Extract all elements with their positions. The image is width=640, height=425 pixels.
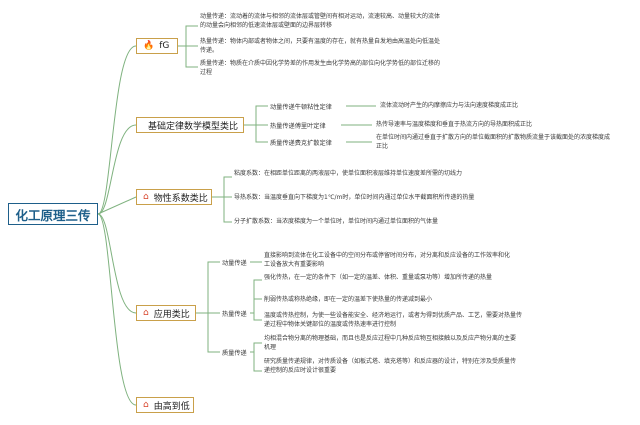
- b2-newton-law: 动量传递牛顿粘性定律: [270, 104, 332, 111]
- b2-fourier-law: 热量传递傅里叶定律: [270, 123, 326, 130]
- branch-label: 基础定律数学模型类比: [148, 121, 239, 132]
- b4-heat-item-1: 强化传热，在一定的条件下（如一定的温差、体积、重量或泵功等）增加所传递的热量: [264, 274, 493, 281]
- fire-icon: 🔥: [143, 40, 155, 51]
- b4-heat-label: 热量传递: [222, 311, 247, 318]
- root-topic[interactable]: 化工原理三传: [8, 203, 98, 225]
- b2-fick-law: 质量传递费克扩散定律: [270, 140, 332, 147]
- branch-definition[interactable]: 🔥 fG: [136, 38, 178, 54]
- connector-root-b4: [97, 213, 137, 314]
- b3-diffusivity: 分子扩散系数：当浓度梯度为一个单位时，单位时间内通过单位面积的气体量: [234, 218, 439, 225]
- b3-viscosity: 粘度系数：在相距单位距离的两液层中，使单位面积液层维持单位速度差所需的切线力: [234, 170, 463, 177]
- branch-label: 由高到低: [153, 401, 190, 412]
- b4-heat-item-3: 温度或传热控制，为使一些设备能安全、经济地运行，或者为得到优质产品、工艺，需要对…: [264, 312, 523, 328]
- branch-application[interactable]: ⌂ 应用类比: [136, 305, 196, 321]
- connector-root-b3: [97, 196, 137, 215]
- b2-fourier-desc: 热传导速率与温度梯度和垂直于热流方向的导热面积成正比: [376, 121, 533, 128]
- b4-momentum-label: 动量传递: [222, 260, 247, 267]
- b2-newton-desc: 流体流动时产生的内摩擦应力与法向速度梯度成正比: [380, 102, 519, 109]
- connector-root-b2: [97, 124, 137, 215]
- b4-mass-item-2: 研究质量传递规律，对传质设备（如板式塔、填充塔等）和反应器的设计，特别在涉及受质…: [264, 358, 517, 374]
- house-icon: ⌂: [143, 307, 149, 318]
- b1-item-mass: 质量传递：物质在介质中因化学势差的作用发生由化学势高的部位向化学势低的部位迁移的…: [200, 60, 441, 76]
- house-icon: ⌂: [143, 191, 149, 202]
- b4-mass-item-1: 均相混合物分离的物理基础，而且也是反应过程中几种反应物互相接触以及反应产物分离的…: [264, 335, 517, 351]
- b3-conductivity: 导热系数：当温度垂直向下梯度为1℃/m时，单位时间内通过单位水平截面积所传递的热…: [234, 194, 475, 201]
- house-icon: ⌂: [143, 399, 149, 410]
- branch-label: fG: [159, 41, 170, 51]
- b1-item-heat: 热量传递：物体内部或者物体之间，只要有温度的存在，就有热量自发地由高温处向低温处…: [200, 38, 441, 54]
- b4-mass-label: 质量传递: [222, 350, 247, 357]
- b2-fick-desc: 在单位时间内通过垂直于扩散方向的单位截面积的扩散物质流量于该截面处的浓度梯度成正…: [376, 134, 611, 150]
- connector-root-b5: [97, 213, 137, 406]
- branch-property-coef[interactable]: ⌂ 物性系数类比: [136, 189, 212, 205]
- branch-high-to-low[interactable]: ⌂ 由高到低: [136, 397, 194, 413]
- branch-law-model[interactable]: 基础定律数学模型类比: [136, 117, 244, 133]
- branch-label: 应用类比: [153, 309, 190, 320]
- b4-heat-item-2: 削弱传热或称热绝缘，即在一定的温差下使热量的传递减到最小: [264, 296, 433, 303]
- b4-momentum-item: 直接影响到流体在化工设备中的空间分布或停留时间分布，对分离和反应设备的工作效率和…: [264, 252, 511, 268]
- b1-item-momentum: 动量传递：流动着的流体与相邻的流体层或管壁间有相对运动，流速较高、动量较大的流体…: [200, 13, 441, 29]
- branch-label: 物性系数类比: [153, 193, 208, 204]
- connector-root-b1: [97, 45, 137, 215]
